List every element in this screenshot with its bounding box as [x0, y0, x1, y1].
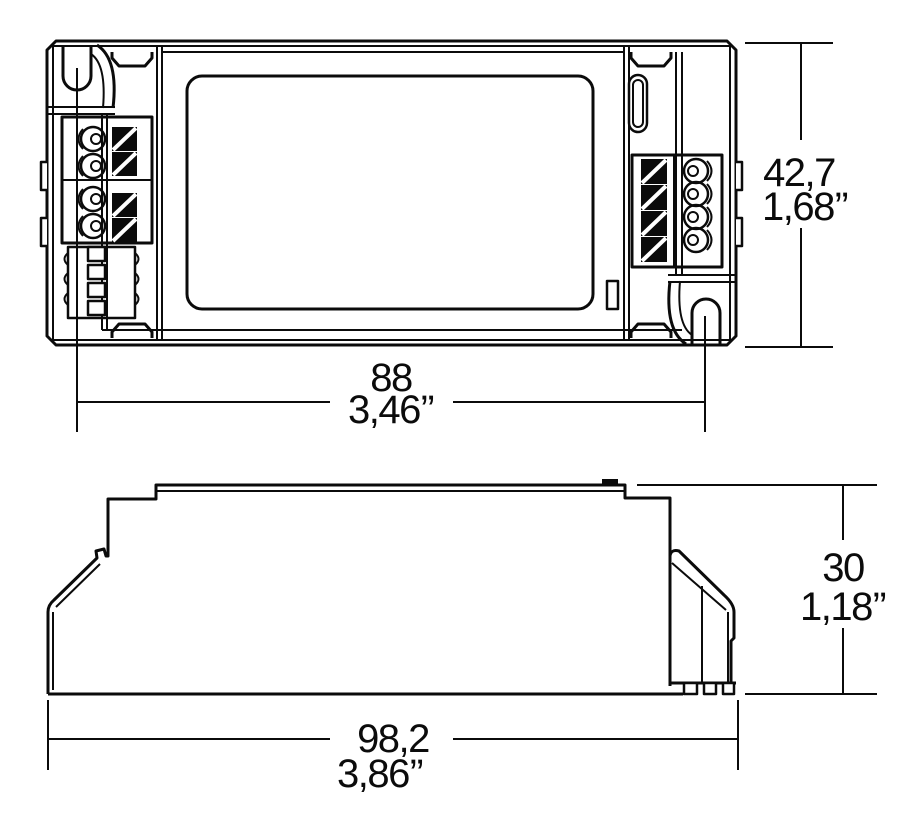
dimension-body-length: 98,2 3,86’’ — [47, 700, 739, 796]
aux-connector — [63, 245, 140, 320]
side-clip-bumps — [39, 160, 744, 248]
screw-terminals — [640, 158, 668, 263]
dimension-line — [745, 42, 833, 348]
endcap-boundary-lines — [101, 47, 683, 340]
keyhole-hook-inner — [90, 53, 105, 109]
aux-connector-pins — [86, 245, 107, 317]
end-clamp-wedge — [668, 549, 736, 696]
dimension-body-height: 30 1,18’’ — [637, 484, 887, 695]
latch-tabs — [110, 52, 673, 338]
keyhole-hook-outer — [667, 280, 687, 346]
dim-width-inch: 1,68’’ — [762, 185, 848, 229]
side-view — [46, 479, 736, 696]
dim-width-mm: 42,7 — [763, 151, 835, 195]
keyhole-slot — [690, 297, 722, 344]
keyhole-top-left — [47, 43, 116, 115]
screw-terminals — [111, 126, 138, 243]
side-profile-inner-lines — [52, 490, 625, 690]
label-area — [185, 74, 595, 311]
dim-length-inch: 3,86’’ — [337, 752, 423, 796]
wedge-feet — [682, 681, 736, 696]
terminal-block-right — [630, 153, 724, 269]
keyhole-hook-outer — [96, 43, 116, 109]
keyhole-hook-inner — [678, 280, 693, 336]
keyhole-bottom-right — [667, 274, 736, 346]
terminal-grid — [62, 117, 152, 243]
dim-height-mm: 30 — [822, 546, 864, 590]
top-view — [39, 39, 744, 432]
dim-length-mm: 98,2 — [357, 717, 429, 761]
dimension-mounting-distance: 88 3,46’’ — [77, 356, 705, 432]
side-profile-outline — [46, 483, 683, 696]
aux-connector-scallops — [63, 252, 140, 306]
enclosure-inner-outline — [52, 45, 731, 341]
spring-levers — [706, 160, 713, 251]
dim-mounting-inch: 3,46’’ — [348, 388, 434, 432]
wedge-inner-lines — [671, 562, 729, 683]
enclosure-outline — [45, 39, 738, 347]
top-rib — [602, 479, 618, 485]
small-slot — [605, 279, 620, 311]
dim-height-inch: 1,18’’ — [800, 585, 886, 629]
pill-slot-inner — [632, 79, 644, 128]
dimension-body-width: 42,7 1,68’’ — [745, 42, 849, 348]
dimension-line — [637, 484, 877, 695]
wire-entry-holes — [682, 157, 710, 254]
dimension-line — [47, 700, 739, 770]
terminal-body — [630, 153, 724, 269]
keyhole-shelf — [668, 274, 736, 283]
wire-entry-holes — [79, 125, 107, 240]
pill-slot-outer — [627, 73, 649, 134]
spring-levers — [77, 128, 84, 237]
keyhole-shelf — [47, 106, 115, 115]
terminal-block-left — [60, 115, 154, 245]
mounting-centerlines — [76, 68, 706, 432]
dim-mounting-mm: 88 — [370, 356, 412, 400]
